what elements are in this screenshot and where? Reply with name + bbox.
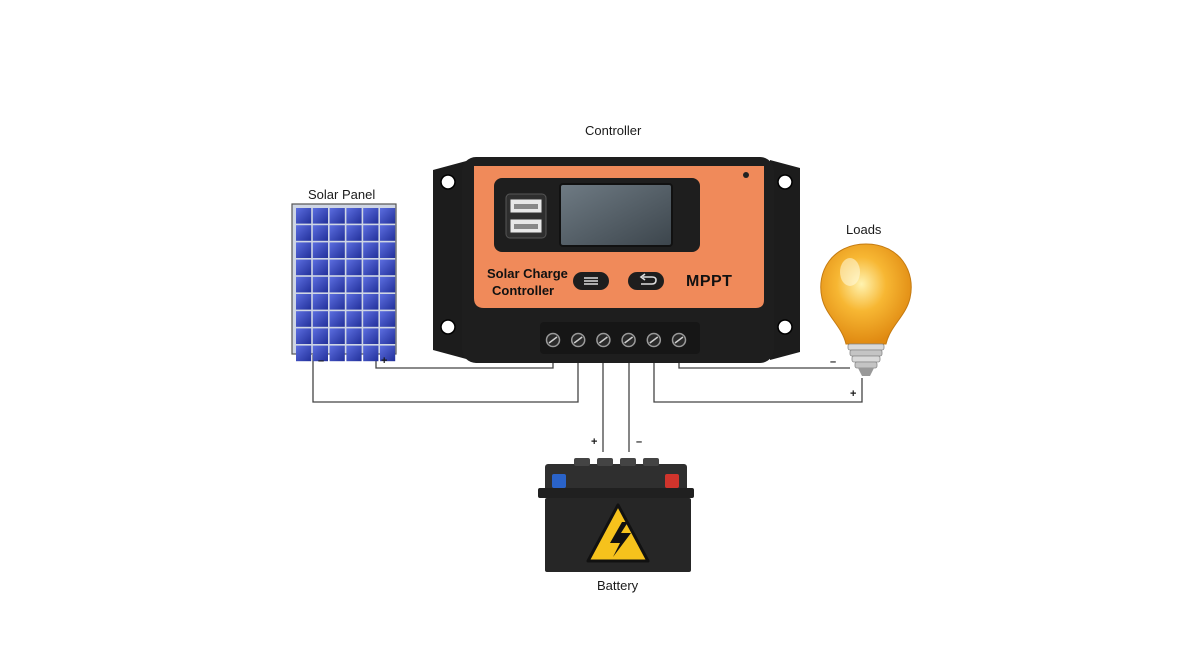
- solar-cell: [312, 225, 328, 241]
- battery-terminal-negative: [552, 474, 566, 488]
- solar-cell: [312, 311, 328, 327]
- high-voltage-warning-icon: [586, 503, 650, 563]
- terminal-screw-slot: [674, 336, 684, 344]
- solar-cell: [346, 328, 362, 344]
- mount-hole-icon: [440, 174, 456, 190]
- controller-label: Controller: [585, 123, 642, 138]
- battery-negative-sign: –: [636, 436, 643, 448]
- solar-cell: [346, 345, 362, 362]
- solar-cell: [312, 328, 328, 344]
- wire-panel-negative: [312, 350, 579, 403]
- solar-cell: [329, 311, 345, 327]
- battery-terminal-positive: [665, 474, 679, 488]
- menu-button-icon: [573, 272, 609, 290]
- solar-cell: [329, 276, 345, 293]
- solar-cell: [363, 345, 379, 362]
- solar-cell: [346, 311, 362, 327]
- solar-cell: [346, 225, 362, 241]
- solar-cell: [346, 242, 362, 258]
- solar-cell: [329, 294, 345, 310]
- solar-cell: [296, 208, 312, 224]
- battery-label: Battery: [597, 578, 639, 593]
- terminal-screw-slot: [598, 336, 608, 344]
- solar-cell: [363, 276, 379, 293]
- solar-cell: [296, 311, 312, 327]
- solar-panel: [291, 203, 397, 362]
- device-brand-line1: Solar Charge: [487, 266, 568, 281]
- device-model: MPPT: [686, 273, 733, 290]
- load-positive-sign: +: [850, 388, 857, 400]
- solar-cell: [380, 328, 396, 344]
- device-brand-line2: Controller: [492, 283, 555, 298]
- mount-hole-icon: [777, 174, 793, 190]
- solar-cell: [380, 311, 396, 327]
- lcd-screen: [559, 183, 673, 247]
- solar-cell: [346, 294, 362, 310]
- terminal-screw-slot: [548, 336, 558, 344]
- solar-cell: [312, 242, 328, 258]
- solar-cell: [380, 208, 396, 224]
- solar-cells: [296, 208, 396, 362]
- terminal-screw-slot: [573, 336, 583, 344]
- solar-cell: [380, 242, 396, 258]
- solar-cell: [380, 259, 396, 276]
- solar-cell: [363, 208, 379, 224]
- solar-cell: [312, 276, 328, 293]
- solar-cell: [363, 311, 379, 327]
- solar-cell: [363, 242, 379, 258]
- solar-cell: [329, 328, 345, 344]
- battery: [538, 458, 694, 572]
- solar-cell: [380, 294, 396, 310]
- light-bulb-icon: [820, 243, 912, 376]
- solar-cell: [346, 259, 362, 276]
- solar-cell: [363, 328, 379, 344]
- solar-cell: [363, 294, 379, 310]
- solar-cell: [363, 259, 379, 276]
- load-negative-sign: –: [830, 356, 837, 368]
- solar-panel-label: Solar Panel: [308, 187, 376, 202]
- terminal-block: [545, 332, 687, 348]
- solar-cell: [296, 328, 312, 344]
- solar-cell: [329, 208, 345, 224]
- solar-cell: [363, 225, 379, 241]
- solar-cell: [312, 259, 328, 276]
- solar-cell: [312, 294, 328, 310]
- solar-cell: [380, 345, 396, 362]
- solar-cell: [380, 225, 396, 241]
- panel-negative-sign: –: [318, 355, 325, 367]
- charge-controller: [433, 157, 800, 363]
- solar-cell: [296, 225, 312, 241]
- usb-port-icon: [505, 193, 547, 239]
- solar-cell: [329, 259, 345, 276]
- solar-cell: [329, 345, 345, 362]
- solar-cell: [346, 208, 362, 224]
- mount-hole-icon: [777, 319, 793, 335]
- solar-cell: [312, 208, 328, 224]
- solar-cell: [296, 259, 312, 276]
- solar-cell: [296, 294, 312, 310]
- battery-positive-sign: +: [591, 436, 598, 448]
- panel-positive-sign: +: [381, 355, 388, 367]
- solar-cell: [380, 276, 396, 293]
- solar-cell: [329, 242, 345, 258]
- solar-cell: [329, 225, 345, 241]
- solar-cell: [296, 242, 312, 258]
- solar-cell: [296, 345, 312, 362]
- solar-cell: [296, 276, 312, 293]
- mount-hole-icon: [440, 319, 456, 335]
- wire-load-positive: [653, 350, 863, 403]
- terminal-screw-slot: [624, 336, 634, 344]
- solar-cell: [346, 276, 362, 293]
- loads-label: Loads: [846, 222, 882, 237]
- wires: [312, 350, 863, 452]
- return-button-icon: [628, 272, 664, 290]
- solar-cell: [312, 345, 328, 362]
- terminal-screw-slot: [649, 336, 659, 344]
